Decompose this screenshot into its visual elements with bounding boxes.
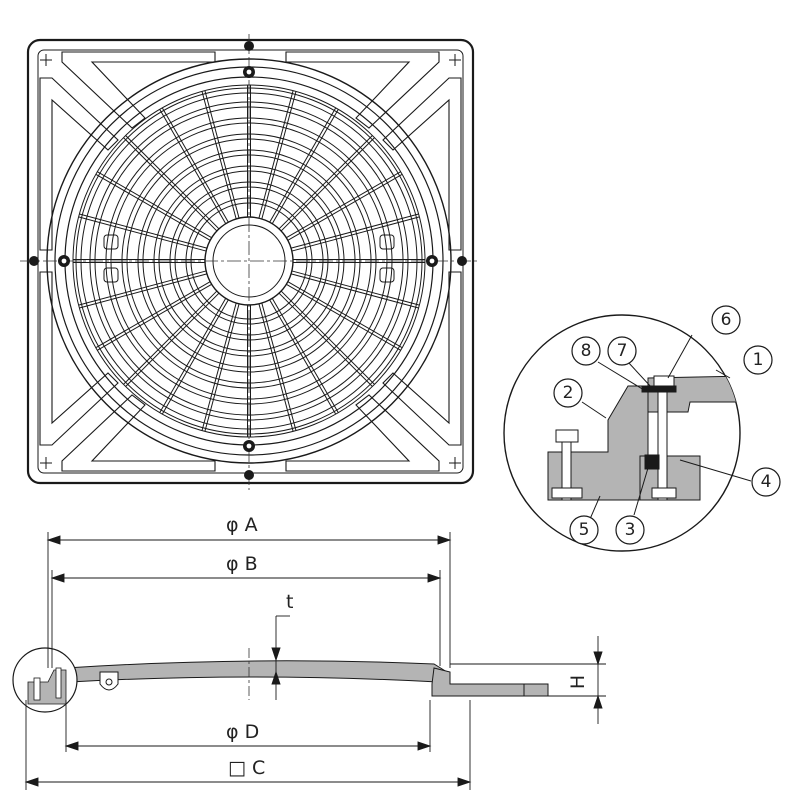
grating-rib [78,216,207,252]
callout-5: 5 [569,515,599,545]
grating-rib [269,107,337,223]
grating-rib [290,273,419,309]
part-7-washer [641,385,677,393]
grating-rib [95,173,211,241]
dim-label-square-c: □ C [228,757,265,779]
callout-6: 6 [711,305,741,335]
left-nut [551,487,583,499]
dim-label-phi-b: φ B [226,553,258,575]
frame-profile-right [431,667,525,697]
grating-rib [97,283,212,351]
bolt-top [243,66,255,78]
grating-rib [97,171,212,239]
grating-rib [280,290,375,385]
corner-ribs [39,51,462,472]
grating-rib [258,90,294,219]
edge-bolt-bottom [244,470,254,480]
grating-rib [271,109,339,224]
top-view [26,38,475,485]
dimension-lines [24,532,606,790]
svg-text:7: 7 [617,341,628,361]
callout-leaders [581,334,752,520]
callout-3: 3 [615,515,645,545]
grating-rib [201,91,237,220]
grating-rib [291,216,420,252]
grating-rib [269,299,337,415]
grating-rib [290,213,419,249]
edge-bolt-top [244,41,254,51]
grating-rib [79,273,208,309]
grating-rib [201,302,237,431]
grating-rib [261,302,297,431]
left-bolt-head [555,429,579,443]
svg-text:3: 3 [625,520,636,540]
dim-label-t: t [286,591,293,613]
svg-text:1: 1 [753,350,764,370]
grating-rib [159,109,227,224]
grating-rib [123,137,218,232]
grating-rib [287,173,403,241]
grating-rib [286,171,401,239]
svg-text:2: 2 [563,383,574,403]
detail-view: 1 2 3 4 5 6 7 8 [503,305,781,552]
dim-label-phi-a: φ A [226,514,258,536]
frame-foot-right [523,683,549,697]
grating-rib [159,298,227,413]
callout-2: 2 [553,378,583,408]
grating-rib [95,281,211,349]
grating-rib [161,107,229,223]
frame-outer [26,38,475,485]
grating-rib [278,292,373,387]
section-view [29,660,549,701]
right-nut [651,487,677,499]
bolts [29,41,467,480]
grating-rib [125,135,220,230]
grating-rib [79,213,208,249]
svg-text:6: 6 [721,310,732,330]
grating-rib [78,270,207,306]
dim-label-h: H [567,675,589,689]
callout-8: 8 [571,336,601,366]
dim-label-phi-d: φ D [226,721,259,743]
edge-bolt-right [457,256,467,266]
svg-text:5: 5 [579,520,590,540]
corner-marks [40,54,461,469]
grating-rib [278,135,373,230]
callout-7: 7 [607,336,637,366]
grating-rib [261,91,297,220]
small-detail-circle [12,647,78,713]
grating-rib [280,137,375,232]
grating-rib [204,303,240,432]
callout-1: 1 [743,345,773,375]
cover-profile [65,660,448,683]
grating-rib [291,270,420,306]
bolt-left [58,255,70,267]
part-3-gasket [644,454,660,470]
bolt-shaft [657,387,668,501]
bolt-bottom [243,440,255,452]
grating-rib [271,298,339,413]
bolt-right [426,255,438,267]
grating-rib [123,290,218,385]
grating-rib [161,299,229,415]
grating-rib [258,303,294,432]
center-lines [20,34,480,490]
lifting-slots [103,234,395,283]
svg-text:4: 4 [761,472,772,492]
callout-4: 4 [751,467,781,497]
grating-rib [125,292,220,387]
grating-rib [204,90,240,219]
grating-rib [287,281,403,349]
svg-text:8: 8 [581,341,592,361]
edge-bolt-left [29,256,39,266]
grating-rib [286,283,401,351]
